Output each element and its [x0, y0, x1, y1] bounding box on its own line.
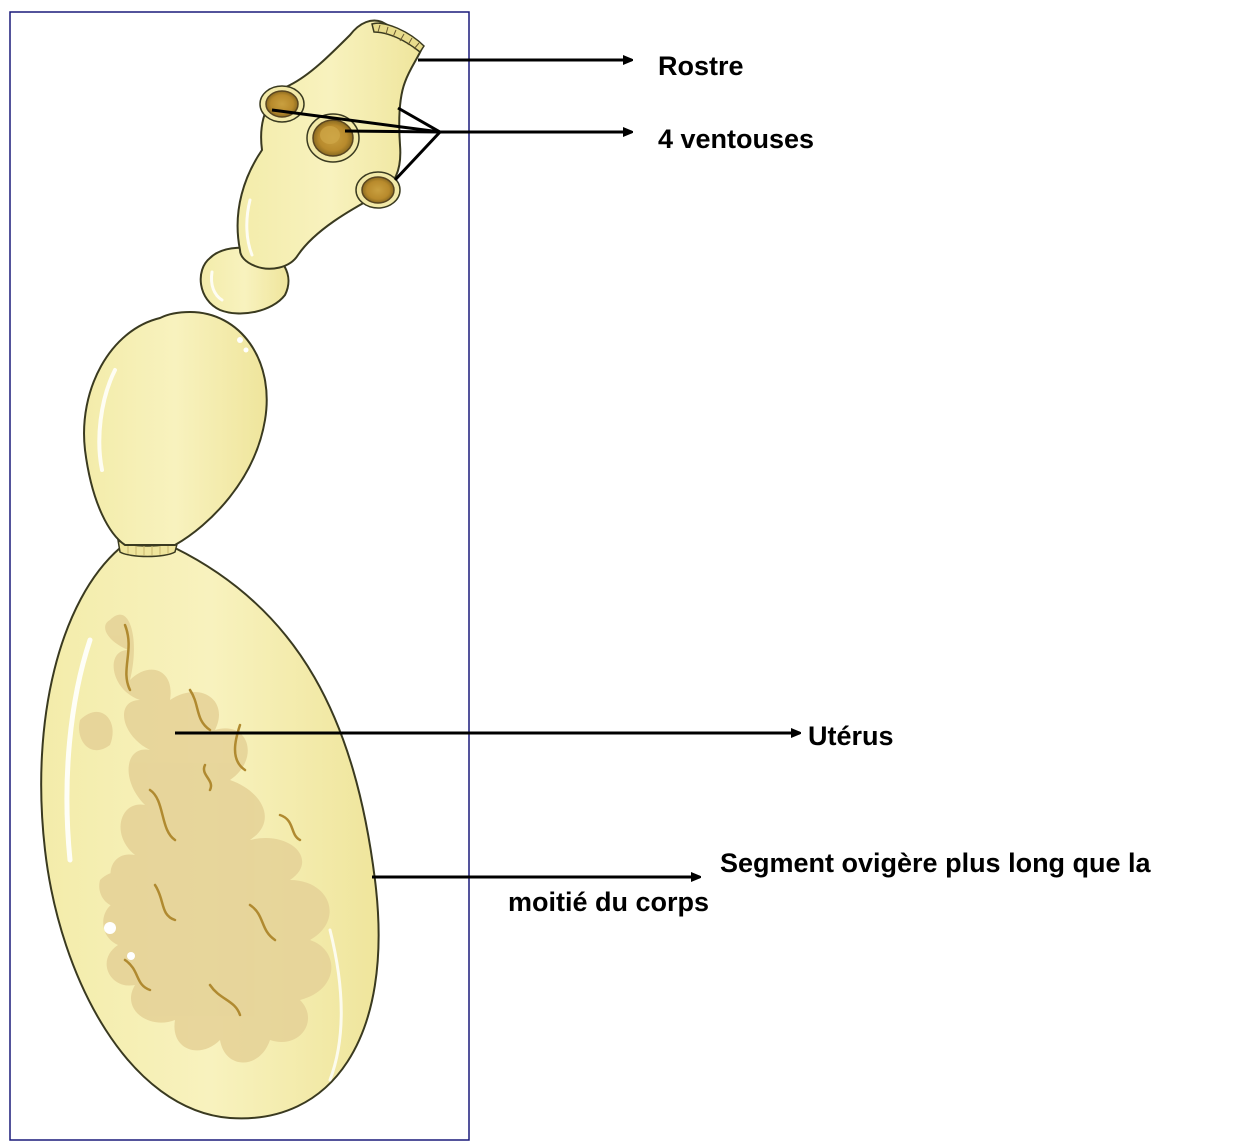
- label-ventouses: 4 ventouses: [658, 123, 814, 155]
- sucker-right: [356, 172, 400, 208]
- sucker-top-left: [260, 86, 304, 122]
- label-segment-line2: moitié du corps: [508, 886, 709, 918]
- label-rostre: Rostre: [658, 50, 744, 82]
- middle-segment: [84, 312, 267, 545]
- scolex: [238, 21, 424, 269]
- ovigerous-segment: [41, 542, 378, 1118]
- label-segment-line1: Segment ovigère plus long que la: [720, 847, 1151, 879]
- label-uterus: Utérus: [808, 720, 894, 752]
